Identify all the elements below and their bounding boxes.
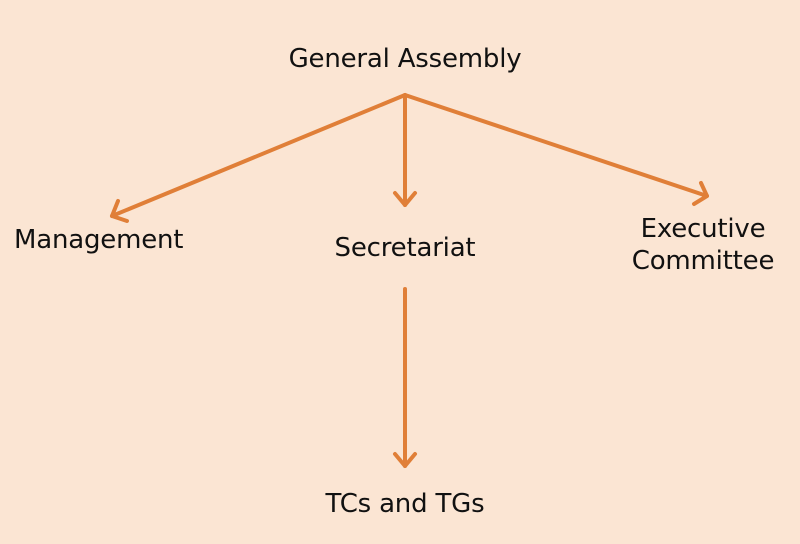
node-management: Management — [14, 225, 184, 255]
executive-committee-line-2: Committee — [631, 246, 775, 276]
arrow-to-management — [110, 93, 407, 223]
arrow-to-executive-committee — [403, 93, 709, 206]
arrow-to-secretariat — [393, 93, 417, 207]
node-secretariat: Secretariat — [334, 233, 476, 263]
executive-committee-line-1: Executive — [640, 214, 766, 244]
arrow-to-tcs-and-tgs — [393, 287, 417, 468]
node-tcs-and-tgs: TCs and TGs — [325, 489, 485, 519]
node-general-assembly: General Assembly — [288, 44, 522, 74]
node-executive-committee: Executive Committee — [632, 213, 775, 277]
